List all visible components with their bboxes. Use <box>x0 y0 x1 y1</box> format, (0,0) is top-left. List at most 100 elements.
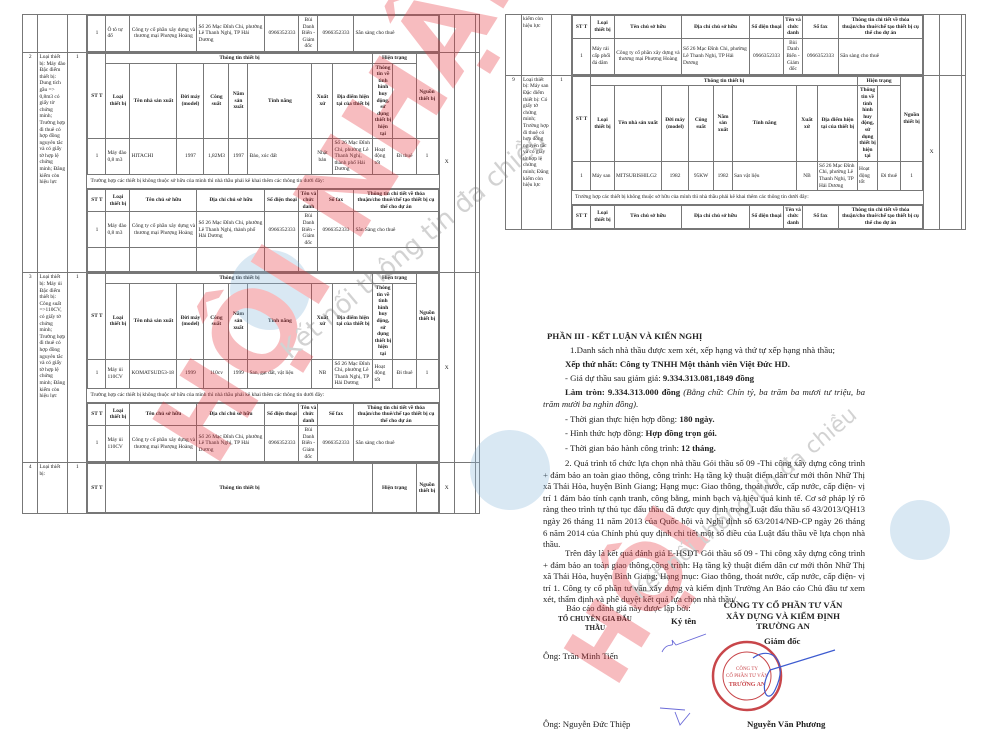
column-header: Địa chỉ chủ sở hữu <box>196 402 266 427</box>
ownership-note: Trường hợp các thiết bị không thuộc sở h… <box>572 191 923 205</box>
column-header: ST T <box>572 204 591 229</box>
column-header: Đời máy (model) <box>176 62 205 140</box>
owner-cell: Bùi Danh Biển - Giám đốc <box>298 211 319 249</box>
warranty-line: - Thời gian bảo hành công trình: 12 thán… <box>565 443 716 455</box>
column-header: Tên chủ sở hữu <box>129 402 198 427</box>
section-heading: PHẦN III - KẾT LUẬN VÀ KIẾN NGHỊ <box>547 331 703 341</box>
status-group-header: Hiện trạng <box>372 273 417 284</box>
status-group-header: Hiện trạng <box>372 53 417 64</box>
sign-label: Ký tên <box>671 616 697 626</box>
equipment-cell: Số 26 Mạc Đĩnh Chi, phường Lê Thanh Nghị… <box>816 160 859 192</box>
column-header: Công suất <box>203 62 230 140</box>
empty-cell <box>475 14 480 53</box>
owner-cell: Công ty cổ phần xây dựng và thương mại P… <box>614 37 682 75</box>
owner-cell: 1 <box>572 37 591 75</box>
empty-cell <box>353 247 438 272</box>
column-header: Thông tin về tình hình huy động, sử dụng… <box>372 62 394 140</box>
equipment-cell: Nhật bản <box>311 138 334 176</box>
compliance-mark: X <box>438 51 456 274</box>
column-header: Thông tin chi tiết về thỏa thuận/cho thu… <box>353 188 438 213</box>
compliance-mark <box>438 14 456 53</box>
empty-cell <box>939 74 963 230</box>
owner-cell: 0966352333 <box>317 425 355 462</box>
row-number: 3 <box>22 272 39 464</box>
owner-cell: Bùi Danh Biển - Giám đốc <box>298 15 319 52</box>
column-header: Tính năng <box>247 283 313 360</box>
equipment-cell: Đào, xúc đất <box>247 138 313 176</box>
equipment-cell: Số 26 Mạc Đĩnh Chi, phường Lê Thanh Nghị… <box>332 138 374 176</box>
rounded-price-line: Làm tròn: 9.334.313.000 đồng (Bằng chữ: … <box>543 387 865 410</box>
ownership-note: Trường hợp các thiết bị không thuộc sở h… <box>87 389 438 403</box>
compliance-mark: X <box>923 74 941 230</box>
empty-cell <box>87 247 107 272</box>
column-header: Tên chủ sở hữu <box>129 188 198 213</box>
equipment-cell: Đi thuê <box>392 138 417 176</box>
column-header: Tên và chức danh <box>783 15 803 39</box>
equipment-cell: 95KW <box>688 160 714 192</box>
column-header: Loại thiết bị <box>590 85 615 162</box>
equipment-cell: 1 <box>572 160 591 192</box>
empty-cell <box>939 14 963 76</box>
stt-header: ST T <box>87 463 107 513</box>
prepared-by-label: Báo cáo đánh giá này được lập bởi: <box>566 603 691 613</box>
owner-cell: Công ty cổ phần xây dựng và thương mại P… <box>129 211 198 249</box>
stt-header: ST T <box>572 76 591 162</box>
row-number <box>22 14 39 53</box>
owner-cell: Bùi Danh Biển - Giám đốc <box>298 425 319 462</box>
equipment-cell: KOMATSUD53-18 <box>129 358 178 389</box>
equipment-group-header: Thông tin thiết bị <box>105 273 374 284</box>
column-header: Tính năng <box>247 62 313 140</box>
owner-cell: 1 <box>87 15 107 52</box>
owner-cell: Bùi Danh Biển - Giám đốc <box>783 37 803 75</box>
owner-cell: Sẵn sàng cho thuê <box>837 37 923 75</box>
equipment-requirement: Loại thiết bị: Máy đào Đặc điểm thiết bị… <box>37 51 69 274</box>
column-header: Xuất xứ <box>796 85 818 162</box>
equipment-cell: Đi thuê <box>877 160 902 192</box>
required-quantity <box>67 14 88 53</box>
equipment-cell: NB <box>311 358 334 389</box>
equipment-cell: Máy ủi 110CV <box>105 358 131 389</box>
owner-cell: Sẵn sàng cho thuê <box>353 15 438 52</box>
owner-cell: 0966352333 <box>802 37 839 75</box>
column-header: Tính năng <box>732 85 797 162</box>
column-header: Địa điểm hiện tại của thiết bị <box>332 283 374 360</box>
member1-signature <box>661 633 707 653</box>
empty-cell <box>317 247 355 272</box>
blank-row <box>87 247 438 272</box>
equipment-cell: Hoạt động tốt <box>372 358 394 389</box>
empty-cell <box>454 14 477 53</box>
row-number <box>505 14 522 76</box>
column-header: Số fax <box>317 402 355 427</box>
column-header: Năm sản xuất <box>228 283 249 360</box>
team-member-2: Ông: Nguyễn Đức Thiệp <box>543 719 631 729</box>
column-header: Địa chỉ chủ sở hữu <box>681 15 750 39</box>
column-header: Số fax <box>317 188 355 213</box>
warranty-label: - Thời gian bảo hành công trình: <box>565 443 682 453</box>
column-header: Số fax <box>802 204 839 229</box>
empty-cell <box>475 51 480 274</box>
column-header: Tên chủ sở hữu <box>614 204 682 229</box>
column-header: Thông tin chi tiết về thỏa thuận/cho thu… <box>353 402 438 427</box>
owner-cell: Máy ủi 110CV <box>105 425 131 462</box>
globe-icon <box>470 430 550 510</box>
column-header: Số fax <box>802 15 839 39</box>
equipment-cell: San vật liệu <box>732 160 797 192</box>
equipment-cell: 1 <box>415 358 438 389</box>
empty-cell <box>129 247 198 272</box>
contract-type-value: Hợp đồng trọn gói. <box>645 428 717 438</box>
source-header: Nguồn thiết bị <box>415 463 438 513</box>
column-header: Loại thiết bị <box>105 62 131 140</box>
column-header: Công suất <box>203 283 230 360</box>
